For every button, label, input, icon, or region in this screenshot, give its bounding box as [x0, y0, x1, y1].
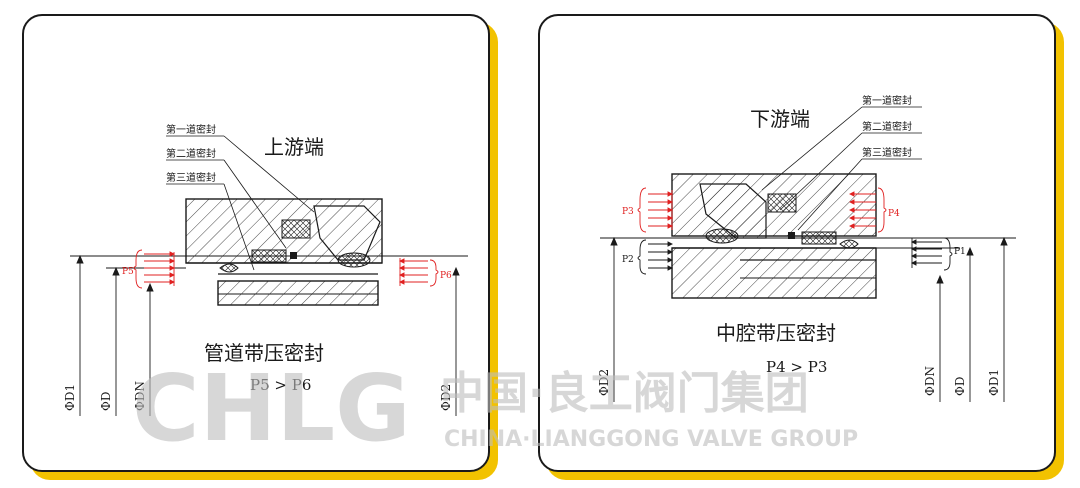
- left-relation: P5 > P6: [250, 376, 311, 394]
- right-black-dot: [788, 232, 795, 239]
- left-title: 管道带压密封: [204, 341, 324, 365]
- left-spring: [281, 219, 311, 239]
- right-o-ring: [705, 228, 739, 244]
- left-lower-block: [217, 280, 379, 306]
- right-p3-arrows: [637, 187, 674, 233]
- right-p1-arrows: [910, 237, 953, 271]
- right-dim-d1: ΦD1: [987, 369, 1001, 396]
- left-card: 第一道密封 第二道密封 第三道密封 上游端: [22, 14, 490, 472]
- right-seal-label-2: 第二道密封: [862, 120, 912, 133]
- right-spring: [767, 193, 797, 213]
- right-p2-arrows: [637, 239, 674, 275]
- left-p5-arrows: [133, 249, 176, 289]
- right-p3-label: P3: [622, 207, 634, 217]
- left-dim-d2: ΦD2: [439, 384, 453, 411]
- right-seal-diagram: 下游端 第一道密封 第二道密封 第三道密封: [597, 94, 1016, 402]
- left-seal-label-1: 第一道密封: [166, 123, 216, 136]
- left-dimension-lines: [76, 254, 460, 416]
- right-seal-label-1: 第一道密封: [862, 94, 912, 107]
- right-p1-label: P1: [954, 247, 966, 257]
- right-end-label: 下游端: [750, 107, 810, 131]
- left-seal-label-3: 第三道密封: [166, 171, 216, 184]
- right-dim-d2: ΦD2: [597, 369, 611, 396]
- right-relation: P4 > P3: [766, 358, 827, 376]
- right-title: 中腔带压密封: [716, 321, 836, 345]
- left-seal-diagram: 第一道密封 第二道密封 第三道密封 上游端: [63, 123, 468, 416]
- right-p4-label: P4: [888, 209, 900, 219]
- left-dim-dn: ΦDN: [133, 381, 147, 411]
- left-lip-seal: [219, 263, 239, 273]
- left-p5-label: P5: [122, 267, 134, 277]
- right-lip-seal: [839, 239, 859, 249]
- right-p4-arrows: [848, 187, 887, 233]
- right-dim-dn: ΦDN: [923, 366, 937, 396]
- right-seal-label-3: 第三道密封: [862, 146, 912, 159]
- right-card: 下游端 第一道密封 第二道密封 第三道密封: [538, 14, 1056, 472]
- right-dimension-lines: [610, 236, 1008, 402]
- right-p2-label: P2: [622, 255, 634, 265]
- left-seat-hatch: [314, 206, 380, 260]
- right-dim-d: ΦD: [953, 377, 967, 396]
- left-seal-label-2: 第二道密封: [166, 147, 216, 160]
- left-p6-label: P6: [440, 271, 452, 281]
- right-lower-block: [671, 247, 877, 299]
- left-dim-d1: ΦD1: [63, 384, 77, 411]
- left-o-ring: [337, 252, 371, 268]
- left-p6-arrows: [398, 258, 439, 287]
- left-end-label: 上游端: [264, 135, 324, 159]
- left-dim-d: ΦD: [99, 392, 113, 411]
